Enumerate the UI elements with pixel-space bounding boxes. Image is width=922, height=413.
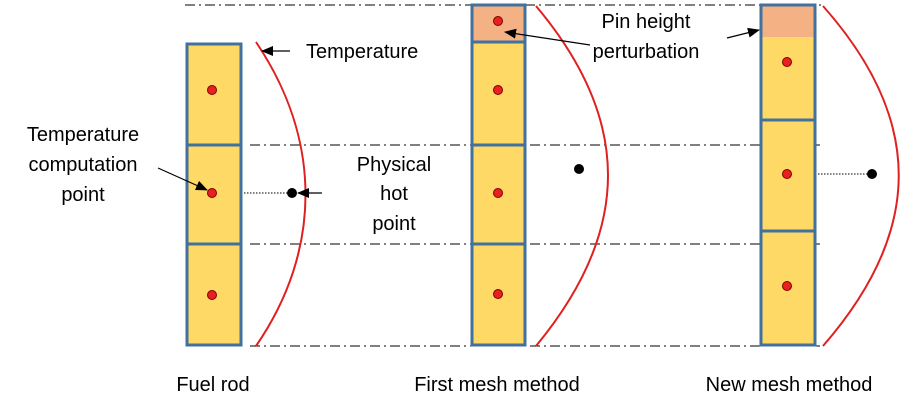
first-mesh-cell [470,40,527,147]
fuel-rod-column [185,41,307,347]
arrow-perturbation-first [504,28,591,46]
computation-point [782,169,792,179]
computation-point [782,57,792,67]
computation-point [493,85,503,95]
label-temperature-computation: Temperature [27,124,139,146]
label-hot-point: point [372,213,416,235]
label-computation: computation [29,154,138,176]
caption-first-mesh-method: First mesh method [414,374,580,396]
computation-point [207,85,217,95]
hot-point-marker [867,169,877,179]
computation-point [493,16,503,26]
label-computation-point: point [61,184,105,206]
computation-point [782,281,792,291]
temperature-profile-curve [255,41,307,347]
hot-point-marker [574,164,584,174]
computation-point [207,290,217,300]
arrow-perturbation-new [726,27,760,39]
computation-point [207,188,217,198]
new-mesh-upper-fill [761,37,815,120]
computation-point [493,289,503,299]
label-pin-height: Pin height [602,11,691,33]
temperature-profile-curve [535,5,609,347]
label-temperature: Temperature [306,41,418,63]
label-hot: hot [380,183,408,205]
caption-fuel-rod: Fuel rod [176,374,249,396]
perturbation-cell [761,5,815,37]
first-mesh-column [470,3,609,347]
temperature-profile-curve [822,5,900,347]
arrow-computation-point [157,167,208,191]
annotation-arrows [157,27,760,198]
caption-new-mesh-method: New mesh method [706,374,873,396]
computation-point [493,188,503,198]
hot-point-marker [287,188,297,198]
new-mesh-column [759,3,900,347]
label-perturbation: perturbation [593,41,700,63]
label-physical: Physical [357,154,431,176]
